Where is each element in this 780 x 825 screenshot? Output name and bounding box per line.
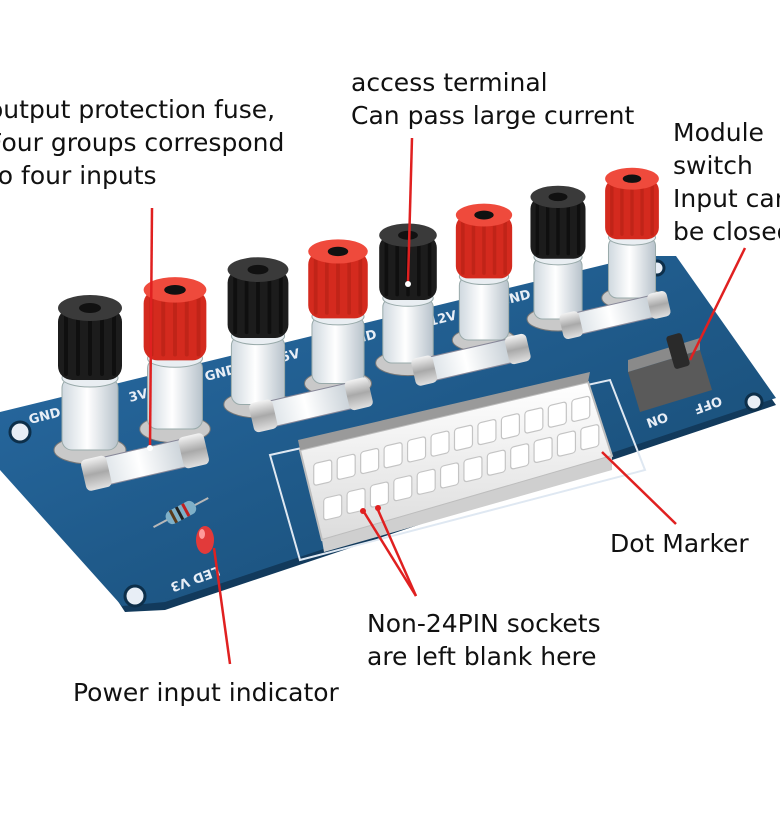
connector-pin-hole — [571, 395, 591, 422]
label-fuse-line-2: Four groups correspond — [0, 128, 285, 157]
fuse-4 — [559, 290, 671, 340]
binding-post-3-black — [223, 257, 293, 419]
switch-slider — [666, 333, 690, 369]
binding-post-7-black — [526, 185, 590, 332]
fuse-3 — [411, 333, 531, 386]
leader-lines — [147, 137, 747, 665]
connector-pin-hole — [336, 453, 356, 480]
connector-pin-hole — [416, 468, 436, 495]
label-switch-line-2: switch — [673, 151, 753, 180]
connector-pin-hole — [556, 430, 577, 457]
binding-post-2-red — [139, 277, 211, 444]
connector-pin-hole — [477, 418, 497, 446]
label-indicator-text: Power input indicator — [73, 678, 339, 707]
label-terminal-line-2: Can pass large current — [351, 101, 635, 130]
silk-3v: 3V — [127, 387, 149, 406]
fuse-2 — [249, 377, 373, 433]
connector-pin-hole — [453, 424, 474, 451]
atx-connector — [298, 372, 614, 552]
leader-terminal — [406, 137, 414, 283]
leader-switch — [688, 247, 747, 361]
binding-post-6-red — [451, 203, 517, 353]
label-switch: Module switch Input can be closed — [673, 116, 780, 248]
socket-marker-2 — [375, 505, 381, 511]
label-dot-marker: Dot Marker — [610, 527, 749, 560]
leader-dot-marker — [601, 451, 677, 525]
connector-pin-hole — [486, 449, 506, 476]
label-dot-marker-text: Dot Marker — [610, 529, 749, 558]
connector-pin-grid — [313, 395, 600, 521]
fuses — [81, 290, 671, 491]
connector-pin-hole — [346, 487, 366, 515]
connector-pin-hole — [510, 443, 530, 470]
silk-on: ON — [644, 408, 670, 430]
module-switch — [628, 333, 712, 412]
leader-fuse-dot — [147, 445, 153, 451]
leader-terminal-dot — [405, 281, 411, 287]
connector-pin-hole — [439, 462, 460, 489]
connector-pin-hole — [430, 430, 450, 457]
connector-pin-hole — [313, 459, 333, 486]
binding-post-1-black — [53, 295, 127, 465]
label-fuse-line-1: output protection fuse, — [0, 95, 276, 124]
label-fuse-line-3: to four inputs — [0, 161, 157, 190]
connector-pin-hole — [406, 436, 427, 463]
leader-indicator — [212, 547, 232, 665]
fuse-1 — [81, 433, 209, 491]
leader-fuse — [148, 207, 154, 449]
binding-post-8-red — [601, 167, 663, 311]
label-switch-line-4: be closed — [673, 217, 780, 246]
label-switch-line-1: Module — [673, 118, 764, 147]
connector-pin-hole — [360, 447, 380, 475]
connector-pin-hole — [500, 413, 520, 440]
connector-pin-hole — [369, 481, 390, 508]
resistor — [153, 497, 209, 528]
label-sockets: Non-24PIN sockets are left blank here — [367, 607, 601, 673]
leader-socket-1 — [362, 511, 418, 597]
label-indicator: Power input indicator — [73, 676, 339, 709]
connector-pin-hole — [524, 407, 544, 434]
label-fuse: output protection fuse, Four groups corr… — [0, 93, 284, 192]
leader-socket-2 — [376, 509, 418, 597]
connector-pin-hole — [323, 494, 343, 521]
label-terminal: access terminal Can pass large current — [351, 66, 634, 132]
connector-pin-hole — [547, 401, 567, 428]
connector-pin-hole — [533, 436, 553, 464]
connector-pin-hole — [580, 424, 600, 451]
label-switch-line-3: Input can — [673, 184, 780, 213]
label-sockets-line-1: Non-24PIN sockets — [367, 609, 601, 638]
binding-post-4-red — [304, 239, 372, 398]
silk-12v: 12V — [427, 309, 458, 330]
connector-pin-hole — [463, 455, 483, 483]
label-sockets-line-2: are left blank here — [367, 642, 597, 671]
connector-pin-hole — [383, 442, 403, 469]
connector-pin-hole — [393, 475, 413, 502]
label-terminal-line-1: access terminal — [351, 68, 548, 97]
socket-marker-1 — [360, 508, 366, 514]
power-led — [196, 526, 214, 554]
